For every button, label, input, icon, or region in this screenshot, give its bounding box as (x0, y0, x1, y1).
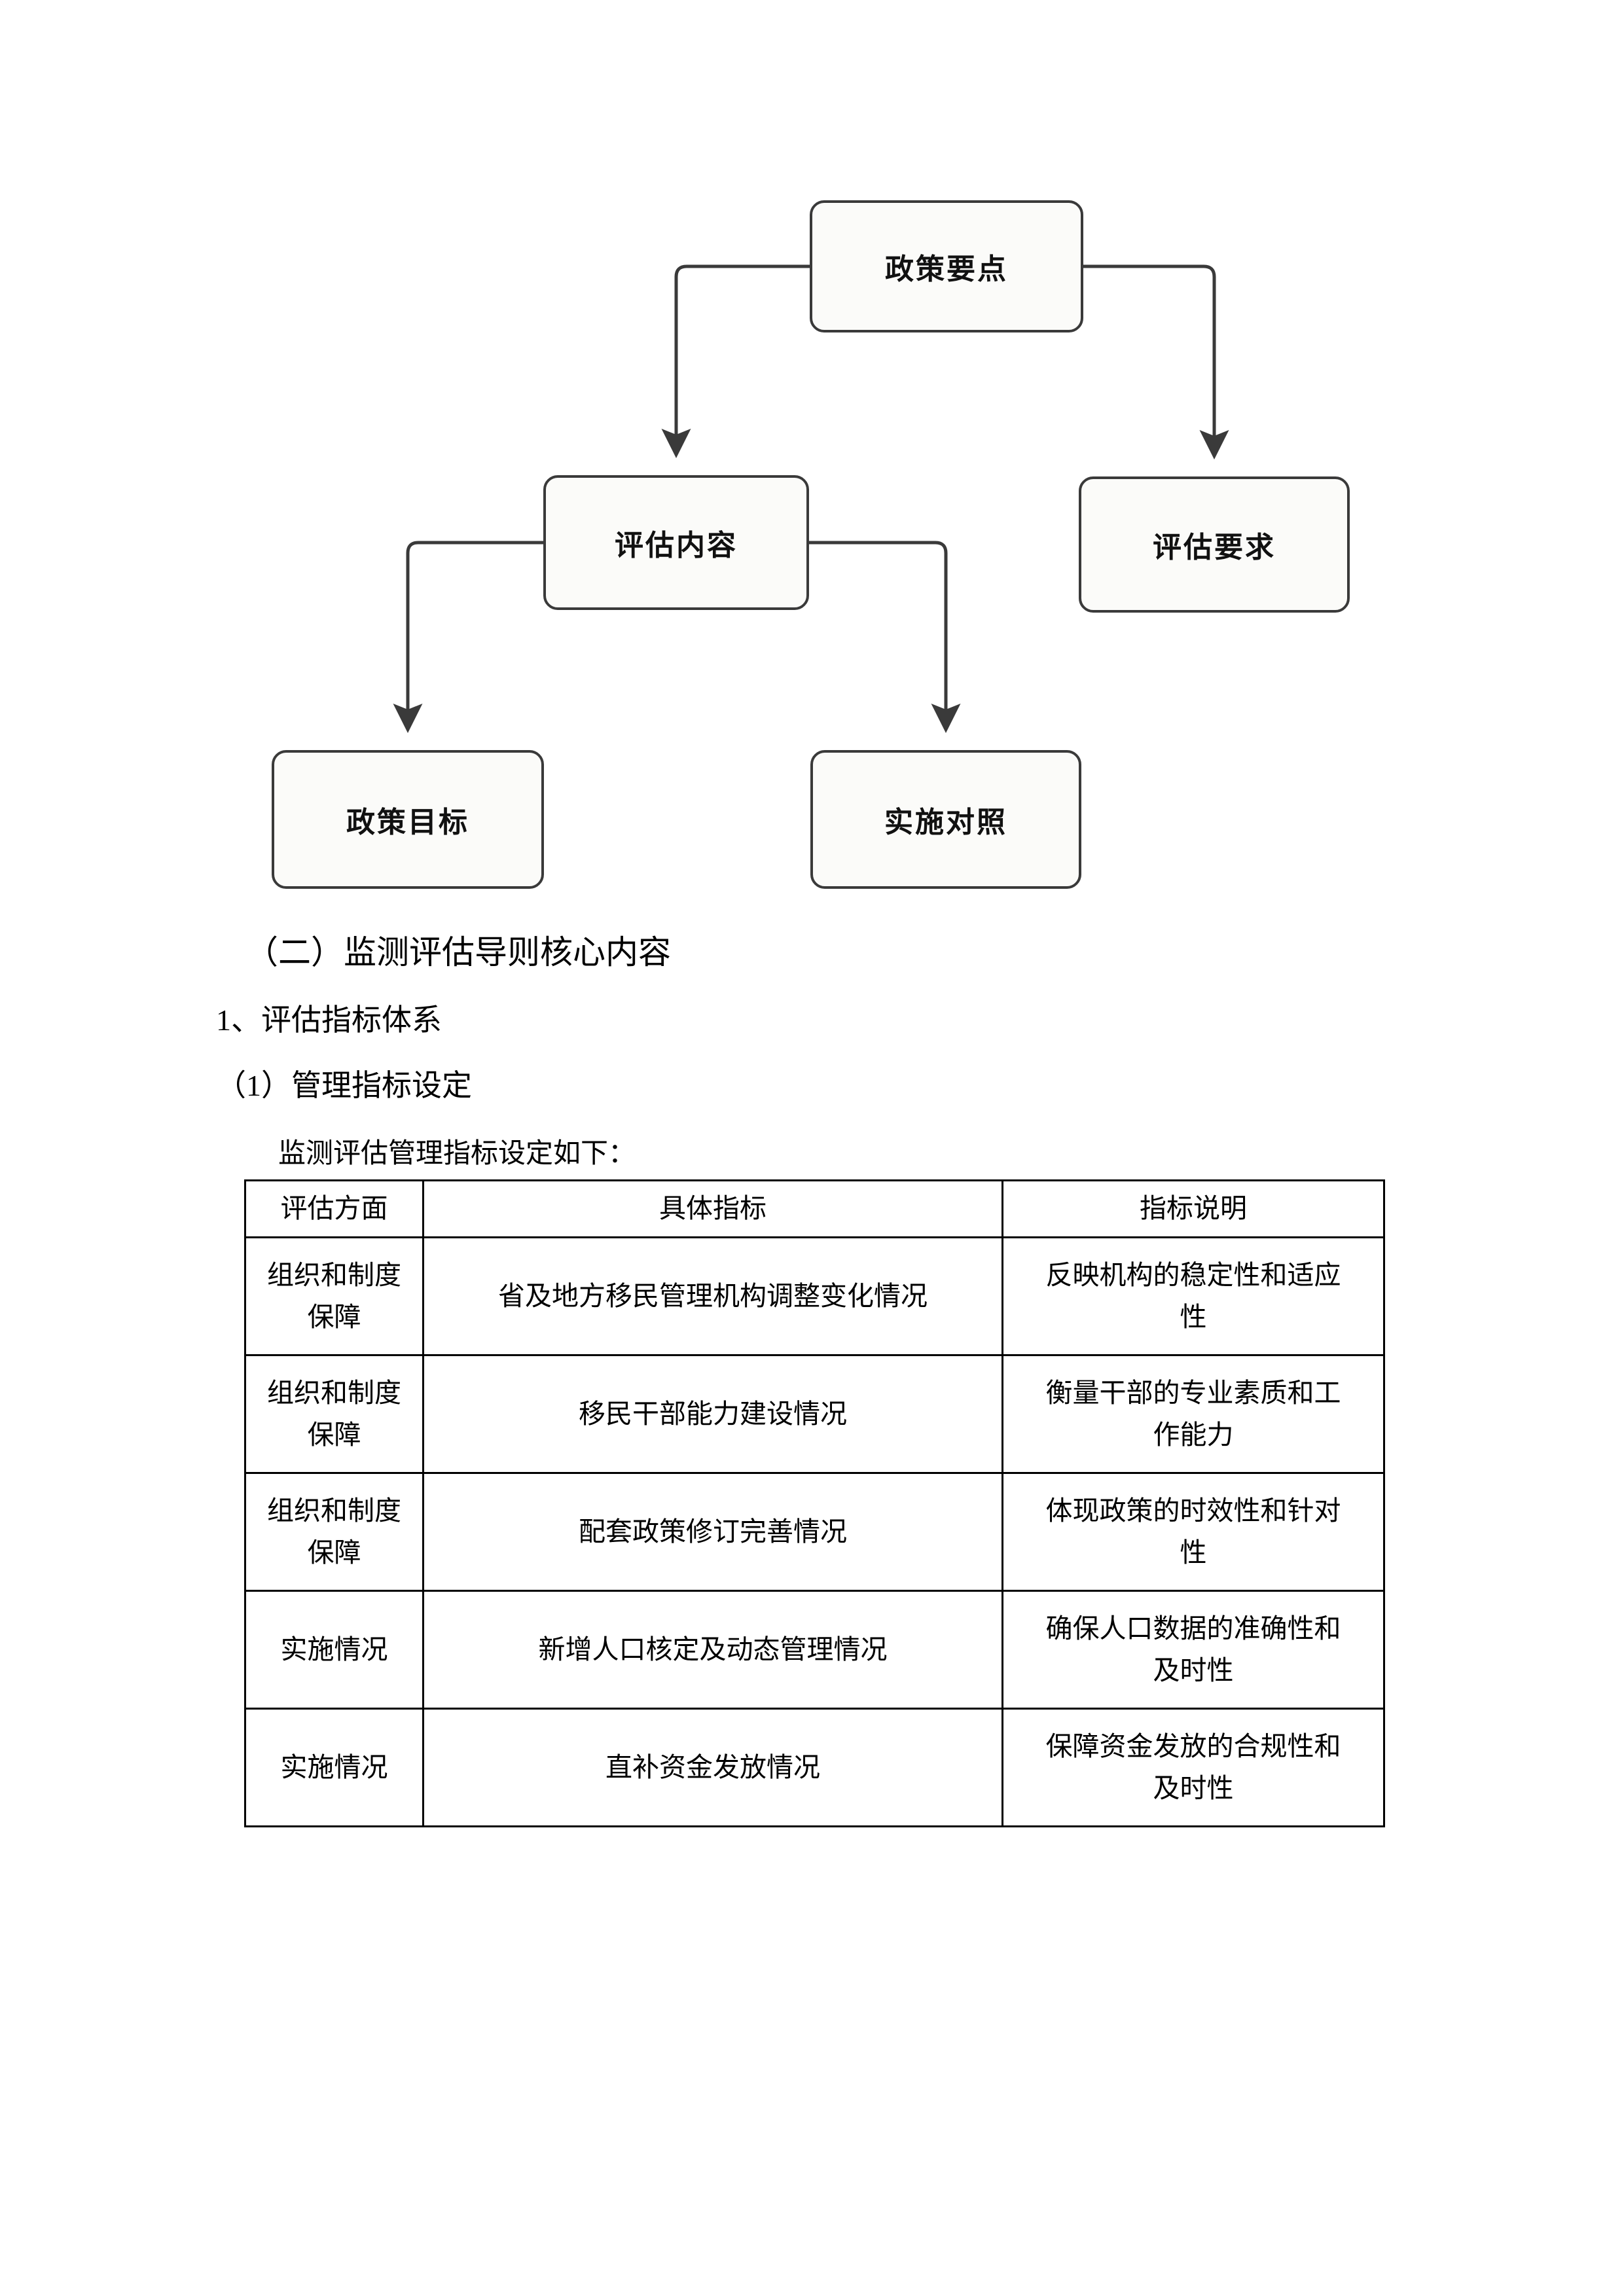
cell-metric: 直补资金发放情况 (422, 1708, 1003, 1827)
cell-description: 衡量干部的专业素质和工作能力 (1001, 1354, 1385, 1474)
cell-aspect: 实施情况 (244, 1708, 424, 1827)
column-header-description: 指标说明 (1001, 1179, 1385, 1238)
diagram-node-eval-content[interactable]: 评估内容 (543, 475, 809, 610)
table-row: 实施情况 新增人口核定及动态管理情况 确保人口数据的准确性和及时性 (244, 1590, 1385, 1710)
table-lead-in: 监测评估管理指标设定如下： (278, 1139, 636, 1169)
table-body: 组织和制度保障 省及地方移民管理机构调整变化情况 反映机构的稳定性和适应性 组织… (244, 1236, 1385, 1827)
indicator-table: 评估方面 具体指标 指标说明 组织和制度保障 省及地方移民管理机构调整变化情况 … (244, 1179, 1385, 1827)
cell-description: 体现政策的时效性和针对性 (1001, 1472, 1385, 1592)
cell-description: 确保人口数据的准确性和及时性 (1001, 1590, 1385, 1710)
table-header-row: 评估方面 具体指标 指标说明 (244, 1179, 1385, 1238)
table-row: 组织和制度保障 移民干部能力建设情况 衡量干部的专业素质和工作能力 (244, 1354, 1385, 1474)
subsection-paren: （1）管理指标设定 (216, 1069, 472, 1102)
column-header-aspect: 评估方面 (244, 1179, 424, 1238)
diagram-node-label: 实施对照 (884, 806, 1007, 838)
flow-diagram: 政策要点 评估内容 评估要求 政策目标 实施对照 (0, 0, 1624, 929)
cell-aspect: 组织和制度保障 (244, 1472, 424, 1592)
cell-aspect: 组织和制度保障 (244, 1354, 424, 1474)
cell-description: 保障资金发放的合规性和及时性 (1001, 1708, 1385, 1827)
cell-metric: 配套政策修订完善情况 (422, 1472, 1003, 1592)
diagram-node-impl-compare[interactable]: 实施对照 (810, 750, 1081, 889)
edge-policy-points-to-eval-req (1083, 264, 1229, 460)
table-header: 评估方面 具体指标 指标说明 (244, 1179, 1385, 1238)
diagram-node-policy-goal[interactable]: 政策目标 (272, 750, 544, 889)
cell-aspect: 组织和制度保障 (244, 1236, 424, 1356)
cell-metric: 移民干部能力建设情况 (422, 1354, 1003, 1474)
edge-eval-content-to-policy-goal (393, 541, 543, 734)
flow-diagram-connectors (393, 264, 1229, 734)
cell-metric: 新增人口核定及动态管理情况 (422, 1590, 1003, 1710)
diagram-node-label: 评估内容 (615, 529, 738, 562)
table-row: 组织和制度保障 配套政策修订完善情况 体现政策的时效性和针对性 (244, 1472, 1385, 1592)
cell-description: 反映机构的稳定性和适应性 (1001, 1236, 1385, 1356)
edge-policy-points-to-eval-content (661, 264, 810, 459)
subsection-numbered: 1、评估指标体系 (216, 1003, 442, 1037)
cell-aspect: 实施情况 (244, 1590, 424, 1710)
diagram-node-policy-points[interactable]: 政策要点 (810, 200, 1083, 332)
table-row: 组织和制度保障 省及地方移民管理机构调整变化情况 反映机构的稳定性和适应性 (244, 1236, 1385, 1356)
edge-eval-content-to-impl-compare (809, 541, 961, 734)
cell-metric: 省及地方移民管理机构调整变化情况 (422, 1236, 1003, 1356)
diagram-node-label: 评估要求 (1153, 531, 1276, 564)
section-heading: （二）监测评估导则核心内容 (245, 934, 671, 971)
diagram-node-label: 政策要点 (885, 253, 1008, 285)
diagram-node-label: 政策目标 (346, 806, 469, 838)
diagram-node-eval-req[interactable]: 评估要求 (1079, 476, 1350, 613)
column-header-metric: 具体指标 (422, 1179, 1003, 1238)
table-row: 实施情况 直补资金发放情况 保障资金发放的合规性和及时性 (244, 1708, 1385, 1827)
